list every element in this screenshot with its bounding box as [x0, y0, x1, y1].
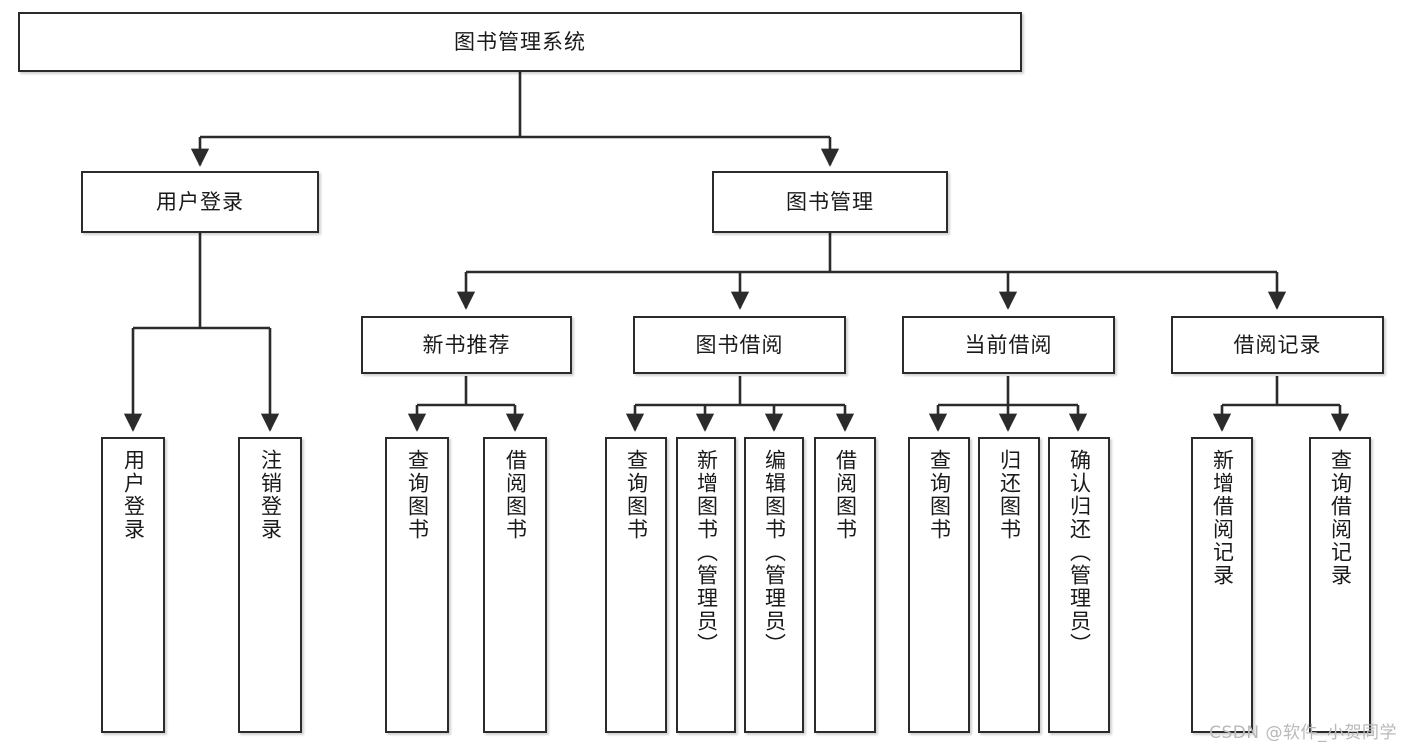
node-leaf-add-book-label: 新增图书（管理员） [694, 449, 719, 656]
node-user-login[interactable]: 用户登录 [81, 171, 319, 233]
node-leaf-query-record[interactable]: 查询借阅记录 [1309, 437, 1371, 733]
node-leaf-confirm-return-label: 确认归还（管理员） [1067, 449, 1092, 656]
node-leaf-query-record-label: 查询借阅记录 [1328, 449, 1353, 587]
node-leaf-query-book-2-label: 查询图书 [624, 449, 649, 541]
node-leaf-query-book-1[interactable]: 查询图书 [385, 437, 449, 733]
node-book-borrow[interactable]: 图书借阅 [633, 316, 846, 374]
node-root[interactable]: 图书管理系统 [18, 12, 1022, 72]
node-leaf-user-logout-label: 注销登录 [258, 449, 283, 541]
node-borrow-record-label: 借阅记录 [1233, 332, 1322, 357]
node-current-borrow[interactable]: 当前借阅 [902, 316, 1115, 374]
node-new-book-rec[interactable]: 新书推荐 [361, 316, 572, 374]
node-leaf-confirm-return[interactable]: 确认归还（管理员） [1048, 437, 1110, 733]
node-leaf-add-record-label: 新增借阅记录 [1210, 449, 1235, 587]
node-book-borrow-label: 图书借阅 [695, 332, 784, 357]
node-borrow-record[interactable]: 借阅记录 [1171, 316, 1384, 374]
node-book-manage[interactable]: 图书管理 [712, 171, 948, 233]
node-leaf-user-login[interactable]: 用户登录 [101, 437, 165, 733]
node-leaf-query-book-1-label: 查询图书 [405, 449, 430, 541]
node-leaf-return-book-label: 归还图书 [997, 449, 1022, 541]
watermark: CSDN @软件_小贺同学 [1209, 723, 1397, 743]
node-leaf-query-book-2[interactable]: 查询图书 [605, 437, 667, 733]
node-leaf-query-book-3[interactable]: 查询图书 [908, 437, 970, 733]
node-leaf-edit-book[interactable]: 编辑图书（管理员） [744, 437, 804, 733]
node-leaf-borrow-book-1[interactable]: 借阅图书 [483, 437, 547, 733]
node-current-borrow-label: 当前借阅 [964, 332, 1053, 357]
node-leaf-user-login-label: 用户登录 [121, 449, 146, 541]
node-root-label: 图书管理系统 [454, 29, 586, 54]
node-leaf-borrow-book-1-label: 借阅图书 [503, 449, 528, 541]
node-leaf-edit-book-label: 编辑图书（管理员） [762, 449, 787, 656]
node-leaf-add-book[interactable]: 新增图书（管理员） [676, 437, 736, 733]
node-leaf-user-logout[interactable]: 注销登录 [238, 437, 302, 733]
node-leaf-query-book-3-label: 查询图书 [927, 449, 952, 541]
node-leaf-return-book[interactable]: 归还图书 [978, 437, 1040, 733]
node-new-book-rec-label: 新书推荐 [422, 332, 511, 357]
node-leaf-borrow-book-2-label: 借阅图书 [833, 449, 858, 541]
node-book-manage-label: 图书管理 [786, 189, 874, 214]
node-leaf-borrow-book-2[interactable]: 借阅图书 [814, 437, 876, 733]
node-leaf-add-record[interactable]: 新增借阅记录 [1191, 437, 1253, 733]
node-user-login-label: 用户登录 [156, 189, 244, 214]
